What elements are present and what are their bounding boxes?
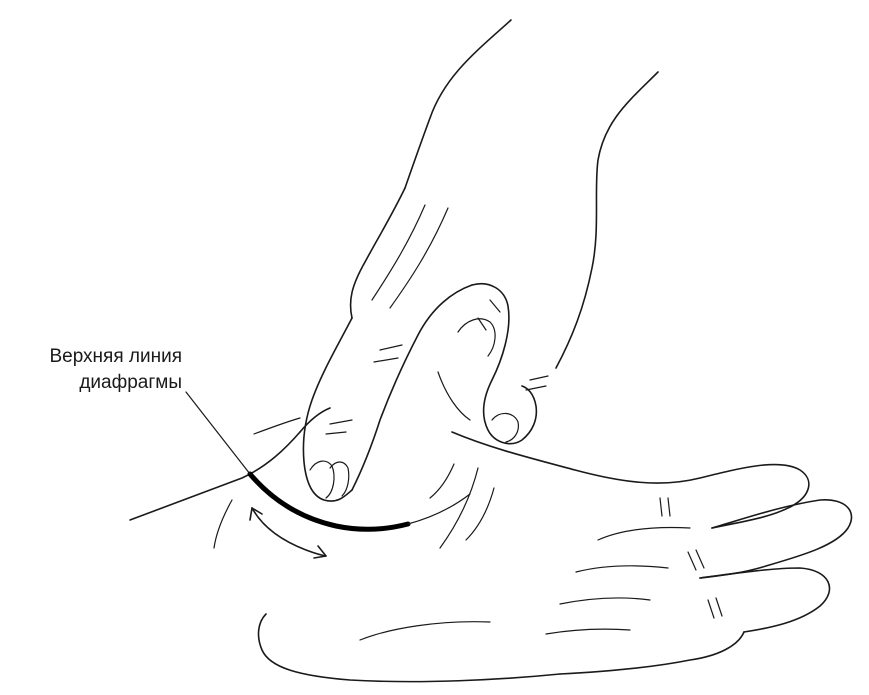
- finger-crease-c: [688, 552, 696, 570]
- diaphragm-label-line2: диафрагмы: [12, 370, 182, 396]
- finger-crease-e: [708, 600, 714, 618]
- body-contour-left: [130, 432, 300, 520]
- movement-arrow-curve: [252, 508, 326, 556]
- palm-line-4: [546, 629, 630, 634]
- index-finger-inner: [352, 285, 472, 490]
- movement-arrow-head-bottom: [314, 546, 326, 558]
- lower-palm-top: [452, 432, 809, 528]
- diaphragm-line-extension: [408, 494, 470, 524]
- index-finger-crease-3: [330, 420, 352, 424]
- thumb-nail: [492, 413, 518, 442]
- thumb-crease-3: [530, 376, 548, 380]
- finger-crease-a: [660, 498, 662, 516]
- lower-hand: [130, 408, 852, 682]
- palm-line-2: [576, 566, 668, 572]
- thumb-crease-1: [490, 300, 500, 312]
- finger-crease-f: [716, 598, 722, 616]
- thumb-outline: [472, 284, 536, 444]
- index-finger-crease-2: [374, 358, 398, 362]
- upper-palm-edge: [438, 372, 470, 420]
- upper-forearm-right-outline: [556, 72, 658, 368]
- upper-hand: [303, 20, 658, 501]
- diaphragm-marker: [186, 392, 470, 558]
- palm-inner-curve: [360, 622, 490, 640]
- index-finger-crease-4: [326, 432, 346, 434]
- label-leader-line: [186, 392, 250, 474]
- upper-hand-tendon-2: [390, 208, 448, 308]
- finger-crease-d: [696, 550, 704, 568]
- diaphragm-label-line1: Верхняя линия: [12, 344, 182, 370]
- finger-crease-b: [668, 498, 670, 516]
- diaphragm-label: Верхняя линия диафрагмы: [12, 344, 182, 396]
- palm-line-1: [598, 528, 690, 541]
- lower-finger-3: [560, 632, 744, 674]
- lower-palm-bottom: [259, 614, 560, 682]
- body-fold-2: [214, 500, 232, 548]
- body-fold-5: [466, 488, 494, 540]
- body-fold-4: [430, 464, 454, 498]
- thumb-knuckle: [458, 319, 495, 356]
- palm-line-3: [560, 598, 650, 604]
- upper-forearm-outline: [405, 20, 511, 188]
- index-finger-crease-1: [380, 345, 402, 350]
- thumb-crease-4: [526, 386, 546, 390]
- upper-hand-tendon-1: [372, 205, 425, 300]
- lower-finger-2: [700, 568, 830, 632]
- lower-finger-1: [700, 500, 852, 578]
- body-fold-1: [254, 418, 300, 434]
